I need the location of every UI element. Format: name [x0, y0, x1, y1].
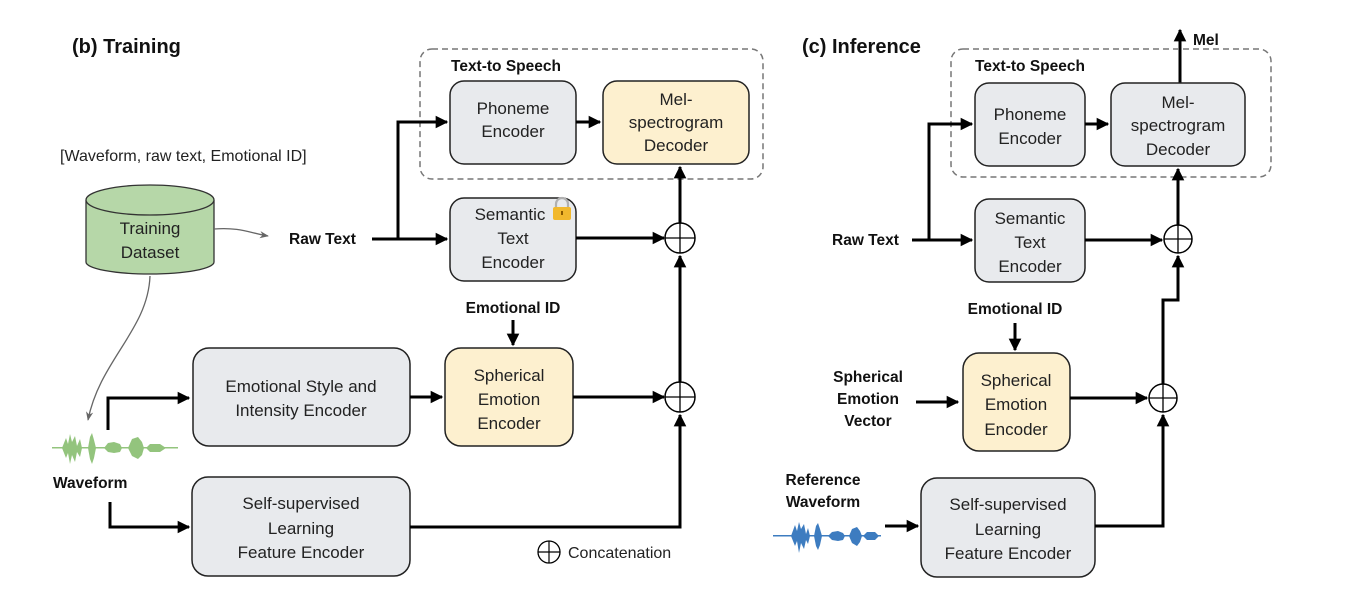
inf-ssl-label-3: Feature Encoder: [945, 544, 1072, 563]
concat-legend-label: Concatenation: [568, 545, 671, 562]
ssl-encoder-label-3: Feature Encoder: [238, 543, 365, 562]
inf-mel-label-2: spectrogram: [1131, 116, 1225, 135]
raw-text-label: Raw Text: [289, 231, 356, 248]
inf-semantic-label-1: Semantic: [995, 209, 1066, 228]
inf-raw-text-label: Raw Text: [832, 232, 899, 249]
inf-spherical-label-3: Encoder: [984, 420, 1048, 439]
tts-group-label-inference: Text-to Speech: [975, 58, 1085, 75]
semantic-encoder-label-3: Encoder: [481, 253, 545, 272]
mel-decoder-inference: [1110, 82, 1246, 167]
database-icon: [85, 200, 215, 275]
mel-decoder-label-3: Decoder: [644, 136, 709, 155]
inf-spherical-label-1: Spherical: [981, 371, 1052, 390]
concat-legend-icon: [537, 540, 561, 564]
dataset-label-2: Dataset: [121, 243, 180, 262]
rawtext-to-phoneme-arrow: [396, 115, 449, 239]
style-encoder-label-2: Intensity Encoder: [235, 401, 367, 420]
inf-concat-node-bottom: [1148, 383, 1178, 413]
training-panel: (b) Training [Waveform, raw text, Emotio…: [52, 36, 764, 577]
style-encoder-label-1: Emotional Style and: [225, 377, 376, 396]
semantic-encoder-label-2: Text: [497, 229, 528, 248]
inference-title: (c) Inference: [802, 36, 921, 58]
lock-icon: [553, 196, 571, 220]
emotional-style-intensity-encoder: [192, 347, 411, 447]
tts-group-inference: [950, 48, 1272, 178]
emotional-id-label: Emotional ID: [466, 300, 561, 317]
inf-phoneme-label-1: Phoneme: [994, 105, 1067, 124]
inf-concat-node-top: [1163, 224, 1193, 254]
waveform-to-ssl-arrow: [108, 502, 191, 534]
spherical-encoder-label-3: Encoder: [477, 414, 541, 433]
inf-emotional-id-label: Emotional ID: [968, 301, 1063, 318]
inf-spherical-label-2: Emotion: [985, 395, 1047, 414]
inf-ssl-label-2: Learning: [975, 520, 1041, 539]
inf-phoneme-label-2: Encoder: [998, 129, 1062, 148]
mel-decoder-label-1: Mel-: [659, 90, 692, 109]
spherical-encoder-label-1: Spherical: [474, 366, 545, 385]
spherical-vector-label-2: Emotion: [837, 391, 899, 408]
inference-panel: (c) Inference Mel Text-to Speech Phoneme…: [773, 28, 1272, 578]
dataset-to-waveform-arrow: [86, 275, 151, 421]
concat-node-bottom: [664, 381, 696, 413]
inf-ssl-label-1: Self-supervised: [949, 495, 1066, 514]
inf-mel-label-1: Mel-: [1161, 93, 1194, 112]
inf-mel-label-3: Decoder: [1146, 140, 1211, 159]
tts-group-label: Text-to Speech: [451, 58, 561, 75]
tts-group: [419, 48, 764, 180]
mel-decoder: [602, 80, 750, 165]
waveform-label: Waveform: [53, 475, 127, 492]
concat-node-top: [664, 222, 696, 254]
training-title: (b) Training: [72, 36, 181, 58]
reference-waveform-label-2: Waveform: [786, 494, 860, 511]
spherical-encoder-label-2: Emotion: [478, 390, 540, 409]
phoneme-encoder-inference: [974, 82, 1086, 167]
mel-decoder-label-2: spectrogram: [629, 113, 723, 132]
inf-ssl-to-concat-arrow: [1095, 413, 1170, 528]
semantic-encoder-label-1: Semantic: [475, 205, 546, 224]
spherical-vector-label-1: Spherical: [833, 369, 903, 386]
inf-rawtext-to-phoneme-arrow: [927, 117, 974, 240]
ssl-to-concat-arrow: [410, 413, 687, 529]
ssl-encoder-label-2: Learning: [268, 519, 334, 538]
spherical-vector-label-3: Vector: [844, 413, 891, 430]
ssl-encoder-label-1: Self-supervised: [242, 494, 359, 513]
spherical-emotion-encoder-inference: [962, 352, 1071, 452]
inf-concat-bottom-to-top-arrow: [1161, 254, 1185, 384]
training-dataset: Training Dataset: [85, 184, 215, 275]
inf-semantic-label-3: Encoder: [998, 257, 1062, 276]
phoneme-encoder-label-2: Encoder: [481, 122, 545, 141]
reference-waveform-icon: [773, 522, 881, 553]
phoneme-encoder-label-1: Phoneme: [477, 99, 550, 118]
inf-semantic-label-2: Text: [1014, 233, 1045, 252]
waveform-icon: [52, 433, 178, 464]
dataset-to-rawtext-arrow: [213, 227, 269, 239]
mel-output-label: Mel: [1193, 32, 1219, 49]
waveform-to-style-arrow: [106, 391, 191, 430]
dataset-caption: [Waveform, raw text, Emotional ID]: [60, 148, 307, 165]
dataset-label-1: Training: [120, 219, 181, 238]
reference-waveform-label-1: Reference: [786, 472, 861, 489]
